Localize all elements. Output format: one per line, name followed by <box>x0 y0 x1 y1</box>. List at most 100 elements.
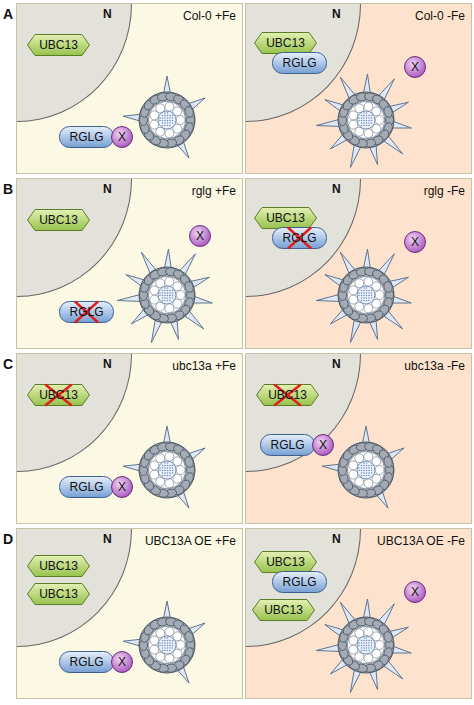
protein-label: X <box>111 126 133 148</box>
vascular-cell <box>361 647 363 649</box>
condition-panel: UBC13UBC13NRGLGXUBC13A OE +Fe <box>16 528 243 699</box>
cortex-cell <box>165 654 174 663</box>
vascular-cell <box>169 640 171 642</box>
cortex-cell <box>364 479 373 488</box>
protein-label: RGLG <box>59 651 114 673</box>
condition-label: ubc13a -Fe <box>246 354 471 373</box>
vascular-cell <box>164 120 166 122</box>
ubc13-protein: UBC13 <box>254 32 317 54</box>
epidermis <box>338 442 394 498</box>
vascular-cell <box>361 117 363 119</box>
hexagon-outline <box>255 552 317 573</box>
root-cross-section <box>316 74 411 167</box>
vascular-cell <box>167 120 169 122</box>
vascular-cell <box>368 467 370 469</box>
vascular-cell <box>162 465 164 467</box>
vascular-cell <box>164 640 166 642</box>
vascular-cell <box>361 297 363 299</box>
vascular-cell <box>172 292 174 294</box>
rglg-protein: RGLG <box>59 126 114 148</box>
root-cross-section <box>123 76 205 158</box>
vascular-cell <box>164 297 166 299</box>
vascular-cell <box>366 297 368 299</box>
cortex-cell <box>349 645 358 654</box>
vascular-cell <box>172 472 174 474</box>
vascular-cell <box>368 475 370 477</box>
vascular-cell <box>162 295 164 297</box>
vascular-cell <box>363 112 365 114</box>
cortex <box>348 102 385 139</box>
vascular-cell <box>366 122 368 124</box>
protein-label: UBC13 <box>27 34 90 56</box>
epidermis <box>139 442 195 498</box>
vascular-cell <box>167 472 169 474</box>
protein-label: RGLG <box>59 301 114 323</box>
rglg-protein: RGLG <box>260 434 315 456</box>
nucleus-label: N <box>246 179 360 196</box>
stele <box>158 111 176 129</box>
vascular-cell <box>368 297 370 299</box>
ubc13-protein: UBC13 <box>27 34 90 56</box>
vascular-cell <box>368 470 370 472</box>
target-protein: X <box>404 581 426 603</box>
vascular-cell <box>371 297 373 299</box>
vascular-cell <box>368 290 370 292</box>
vascular-cell <box>167 122 169 124</box>
vascular-cell <box>361 122 363 124</box>
protein-label: UBC13 <box>27 384 90 406</box>
vascular-cell <box>366 650 368 652</box>
vascular-cell <box>363 117 365 119</box>
vascular-cell <box>361 292 363 294</box>
vascular-cell <box>368 465 370 467</box>
epidermis <box>139 92 195 148</box>
hexagon-outline <box>28 556 90 577</box>
root-hair <box>363 74 370 94</box>
vascular-cell <box>167 470 169 472</box>
target-protein: X <box>312 434 334 456</box>
vascular-cell <box>366 467 368 469</box>
vascular-cell <box>368 292 370 294</box>
vascular-cell <box>363 470 365 472</box>
vascular-cell <box>162 297 164 299</box>
vascular-cell <box>358 295 360 297</box>
protein-label: RGLG <box>260 434 315 456</box>
vascular-cell <box>164 465 166 467</box>
vascular-cell <box>361 300 363 302</box>
cortex-cell <box>176 641 185 650</box>
vascular-cell <box>169 120 171 122</box>
pill-outline <box>273 53 327 74</box>
condition-label: UBC13A OE -Fe <box>246 529 471 548</box>
protein-label: UBC13 <box>252 599 315 621</box>
ubc13-protein: UBC13 <box>27 583 90 605</box>
vascular-cell <box>363 120 365 122</box>
cortex-cell <box>375 291 384 300</box>
vascular-cell <box>172 117 174 119</box>
cortex-cell <box>375 466 384 475</box>
stele <box>357 286 375 304</box>
vascular-cell <box>159 120 161 122</box>
protein-label: UBC13 <box>27 555 90 577</box>
vascular-cell <box>169 125 171 127</box>
vascular-cell <box>366 115 368 117</box>
pill-outline <box>60 652 114 673</box>
target-protein: X <box>111 476 133 498</box>
vascular-cell <box>169 467 171 469</box>
condition-label: UBC13A OE +Fe <box>17 529 242 548</box>
vascular-cell <box>363 650 365 652</box>
vascular-cell <box>162 122 164 124</box>
vascular-cell <box>368 472 370 474</box>
epidermis <box>338 92 394 148</box>
cortex-cell <box>150 295 159 304</box>
protein-label: UBC13 <box>254 207 317 229</box>
nucleus-label: N <box>17 4 131 21</box>
vascular-cell <box>371 290 373 292</box>
stele <box>158 461 176 479</box>
ubc13-protein: UBC13 <box>27 384 90 406</box>
vascular-cell <box>371 120 373 122</box>
panel-letter: A <box>3 6 13 22</box>
vascular-cell <box>167 462 169 464</box>
vascular-cell <box>169 297 171 299</box>
vascular-cell <box>172 297 174 299</box>
vascular-cell <box>159 642 161 644</box>
vascular-cell <box>162 290 164 292</box>
